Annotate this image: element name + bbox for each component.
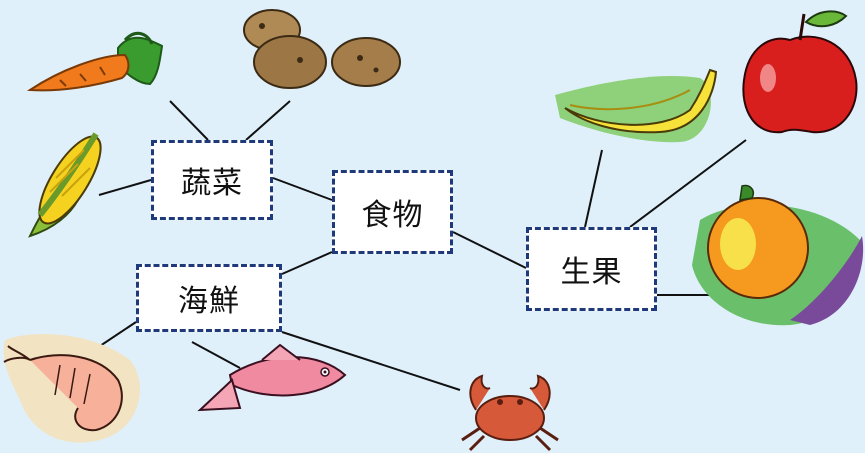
node-vegetables: 蔬菜: [151, 140, 273, 220]
connector-lines: [98, 100, 747, 391]
connector-food-fruit: [452, 231, 527, 269]
connector-sea-food: [281, 251, 333, 275]
shrimp-icon: [3, 334, 140, 443]
connector-veg-corn: [98, 179, 152, 196]
potato-icon: [243, 9, 401, 89]
banana-icon: [555, 68, 718, 143]
node-vegetables-label: 蔬菜: [181, 166, 243, 201]
node-seafood: 海鮮: [136, 264, 282, 332]
carrot-icon: [26, 31, 164, 92]
node-fruit: 生果: [526, 227, 657, 311]
node-seafood-label: 海鮮: [178, 284, 240, 319]
fish-icon: [197, 343, 347, 412]
connector-sea-fish: [191, 341, 241, 369]
connector-fruit-apple: [629, 139, 747, 228]
connector-sea-crab: [281, 331, 461, 391]
node-fruit-label: 生果: [560, 255, 623, 290]
corn-icon: [28, 132, 102, 238]
connector-veg-carrot: [169, 100, 209, 141]
apple-icon: [742, 10, 858, 134]
connector-veg-food: [272, 177, 333, 201]
crab-icon: [461, 374, 559, 452]
node-food: 食物: [332, 170, 453, 254]
orange-icon: [692, 184, 864, 326]
node-food-label: 食物: [361, 198, 424, 233]
connector-fruit-banana: [584, 149, 603, 228]
connector-veg-potato: [245, 100, 291, 141]
connector-sea-shrimp: [99, 321, 137, 347]
